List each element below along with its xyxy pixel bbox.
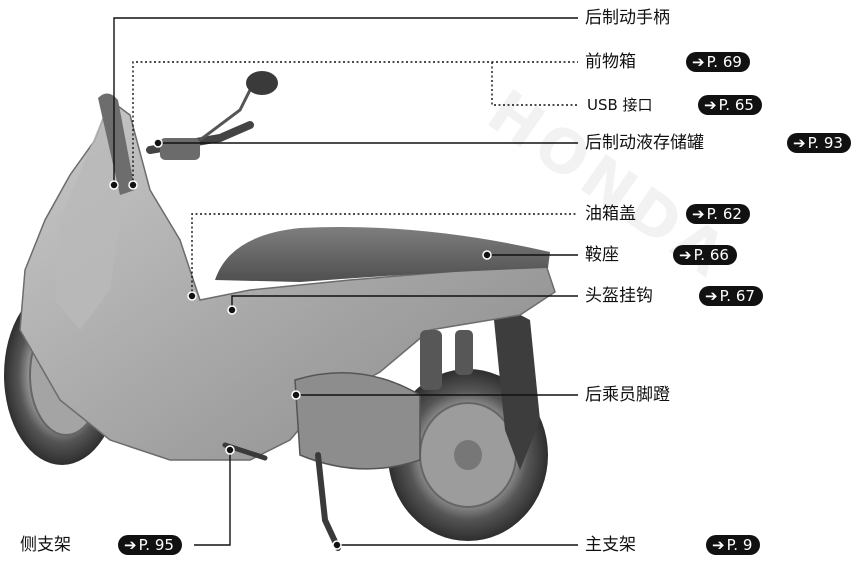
leader-side-stand — [194, 450, 231, 546]
arrow-right-icon: ➔ — [704, 96, 717, 114]
ref-helmet-hook[interactable]: ➔P. 67 — [699, 286, 763, 306]
handlebar — [146, 71, 278, 160]
label-seat: 鞍座 — [585, 245, 619, 265]
ref-seat[interactable]: ➔P. 66 — [673, 245, 737, 265]
arrow-right-icon: ➔ — [124, 536, 137, 554]
arrow-right-icon: ➔ — [793, 134, 806, 152]
ref-fuel-cap[interactable]: ➔P. 62 — [686, 204, 750, 224]
leader-fuel-cap — [191, 213, 578, 296]
leader-lines — [113, 17, 578, 546]
engine-unit — [294, 330, 473, 470]
ref-side-stand[interactable]: ➔P. 95 — [118, 535, 182, 555]
ref-rear-brake-reservoir[interactable]: ➔P. 93 — [787, 133, 851, 153]
arrow-right-icon: ➔ — [705, 287, 718, 305]
arrow-right-icon: ➔ — [679, 246, 692, 264]
leader-rear-brake-lever — [113, 17, 578, 185]
leader-usb-port — [491, 62, 578, 106]
rear-fender — [492, 300, 540, 470]
windscreen — [98, 93, 135, 195]
label-rear-brake-reservoir: 后制动液存储罐 — [585, 133, 704, 153]
seat-shape — [215, 227, 550, 282]
scooter-body — [19, 98, 556, 461]
arrow-right-icon: ➔ — [692, 53, 705, 71]
arrow-right-icon: ➔ — [712, 536, 725, 554]
ref-usb-port[interactable]: ➔P. 65 — [698, 95, 762, 115]
label-side-stand: 侧支架 — [20, 535, 71, 555]
leader-dots — [109, 138, 492, 550]
ref-front-storage[interactable]: ➔P. 69 — [686, 52, 750, 72]
label-passenger-footpeg: 后乘员脚蹬 — [585, 385, 670, 405]
label-usb-port: USB 接口 — [587, 96, 653, 114]
ref-main-stand[interactable]: ➔P. 9 — [706, 535, 761, 555]
main-stand-shape — [315, 452, 341, 551]
arrow-right-icon: ➔ — [692, 205, 705, 223]
front-panel — [55, 100, 125, 330]
label-front-storage: 前物箱 — [585, 52, 636, 72]
label-rear-brake-lever: 后制动手柄 — [585, 8, 670, 28]
leader-front-storage — [132, 61, 578, 185]
label-fuel-cap: 油箱盖 — [585, 204, 636, 224]
label-helmet-hook: 头盔挂钩 — [585, 286, 653, 306]
label-main-stand: 主支架 — [585, 535, 636, 555]
